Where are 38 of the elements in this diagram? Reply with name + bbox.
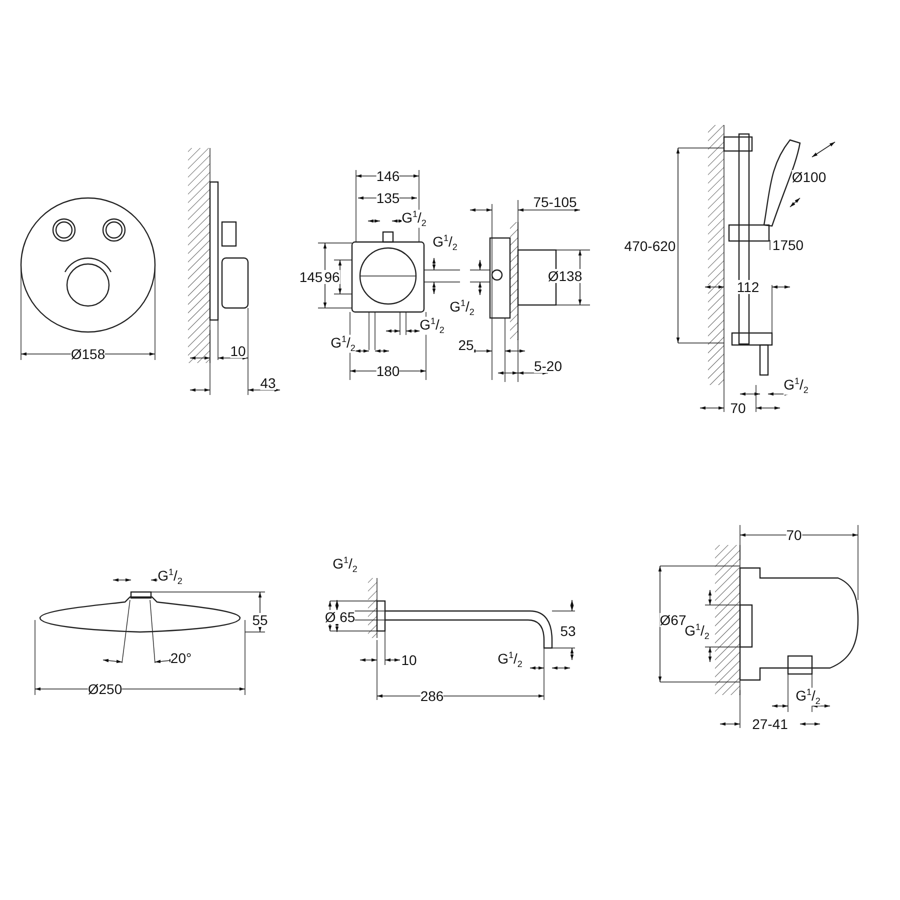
dimension-label: G$^{1}$/$_{2}$	[402, 210, 426, 228]
dimension-label: 55	[252, 613, 268, 627]
dimension-label: 1750	[772, 238, 804, 252]
dimension-label: Ø158	[70, 347, 106, 361]
dimension-label: G$^{1}$/$_{2}$	[796, 688, 820, 706]
dimension-label: 5-20	[534, 359, 562, 373]
dimension-label: G$^{1}$/$_{2}$	[332, 556, 358, 574]
dimension-label: G$^{1}$/$_{2}$	[158, 568, 182, 586]
dimension-label: 25	[458, 338, 474, 352]
dimension-label: G$^{1}$/$_{2}$	[498, 650, 522, 670]
dimension-label: 43	[260, 376, 276, 390]
dimension-label: 20°	[170, 651, 192, 665]
dimension-label: 180	[376, 364, 400, 378]
dimension-label: 70	[730, 401, 746, 415]
dimension-label: 146	[376, 169, 400, 183]
dimension-label: 10	[401, 653, 417, 667]
dimension-label: 70	[786, 528, 802, 542]
dimension-label: 112	[736, 280, 760, 294]
dimension-label: Ø138	[548, 269, 582, 283]
dimension-label: G$^{1}$/$_{2}$	[420, 316, 444, 336]
dimension-label: G$^{1}$/$_{2}$	[684, 622, 710, 642]
dimension-label: 470-620	[624, 239, 676, 253]
dimension-label: 145	[299, 270, 323, 284]
dimension-label: 135	[376, 191, 400, 205]
dimension-label: Ø67	[660, 613, 686, 627]
dimension-label: G$^{1}$/$_{2}$	[784, 376, 808, 396]
dimension-label: Ø 65	[324, 610, 356, 624]
dimension-label: 96	[324, 270, 340, 284]
dimension-label: Ø250	[88, 682, 122, 696]
dimension-label: 10	[230, 344, 246, 358]
dimension-label: Ø100	[792, 170, 826, 184]
dimension-label: 75-105	[533, 195, 577, 209]
dimension-label: G$^{1}$/$_{2}$	[330, 334, 356, 354]
dimension-label: 286	[420, 689, 444, 703]
dimension-label: 53	[560, 624, 576, 638]
dimension-label: G$^{1}$/$_{2}$	[450, 298, 474, 318]
dimension-label: G$^{1}$/$_{2}$	[432, 234, 458, 252]
dimension-label: 27-41	[752, 717, 788, 731]
